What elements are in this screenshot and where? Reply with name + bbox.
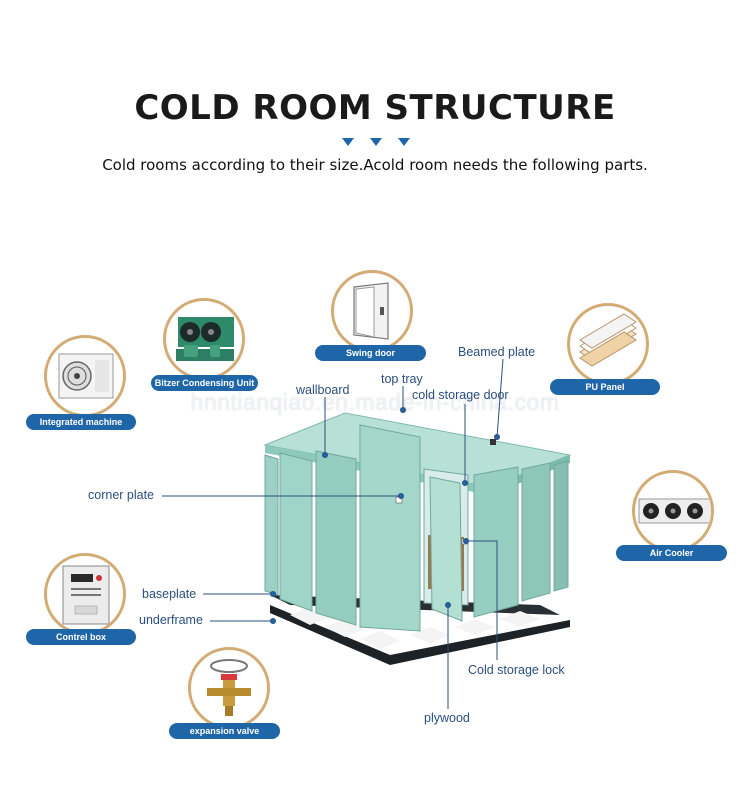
- pu-panel-icon: [567, 303, 649, 385]
- callout-plywood: plywood: [424, 711, 470, 725]
- callout-top-tray: top tray: [381, 372, 423, 386]
- air-cooler-icon: [632, 470, 714, 552]
- integrated-machine-pill: Integrated machine: [26, 414, 136, 430]
- page-subtitle: Cold rooms according to their size.Acold…: [102, 156, 648, 174]
- cold-room-illustration: [263, 412, 572, 665]
- air-cooler-pill: Air Cooler: [616, 545, 727, 561]
- expansion-valve-icon: [188, 647, 270, 729]
- callout-cold-storage-lock: Cold storage lock: [468, 663, 565, 677]
- callout-wallboard: wallboard: [296, 383, 350, 397]
- callout-underframe: underframe: [139, 613, 203, 627]
- swing-door-pill: Swing door: [315, 345, 426, 361]
- swing-door-icon: [331, 270, 413, 352]
- control-box-pill: Contrel box: [26, 629, 136, 645]
- page-title: COLD ROOM STRUCTURE: [134, 88, 616, 128]
- callout-beamed-plate: Beamed plate: [458, 345, 536, 359]
- callout-cold-storage-door: cold storage door: [412, 388, 509, 402]
- condensing-unit-pill: Bitzer Condensing Unit: [151, 375, 258, 391]
- integrated-machine-icon: [44, 335, 126, 417]
- expansion-valve-pill: expansion valve: [169, 723, 280, 739]
- pu-panel-pill: PU Panel: [550, 379, 660, 395]
- callout-baseplate: baseplate: [142, 587, 197, 601]
- condensing-unit-icon: [163, 298, 245, 380]
- callout-corner-plate: corner plate: [88, 488, 155, 502]
- chevron-down-icon: [342, 138, 410, 146]
- control-box-icon: [44, 553, 126, 635]
